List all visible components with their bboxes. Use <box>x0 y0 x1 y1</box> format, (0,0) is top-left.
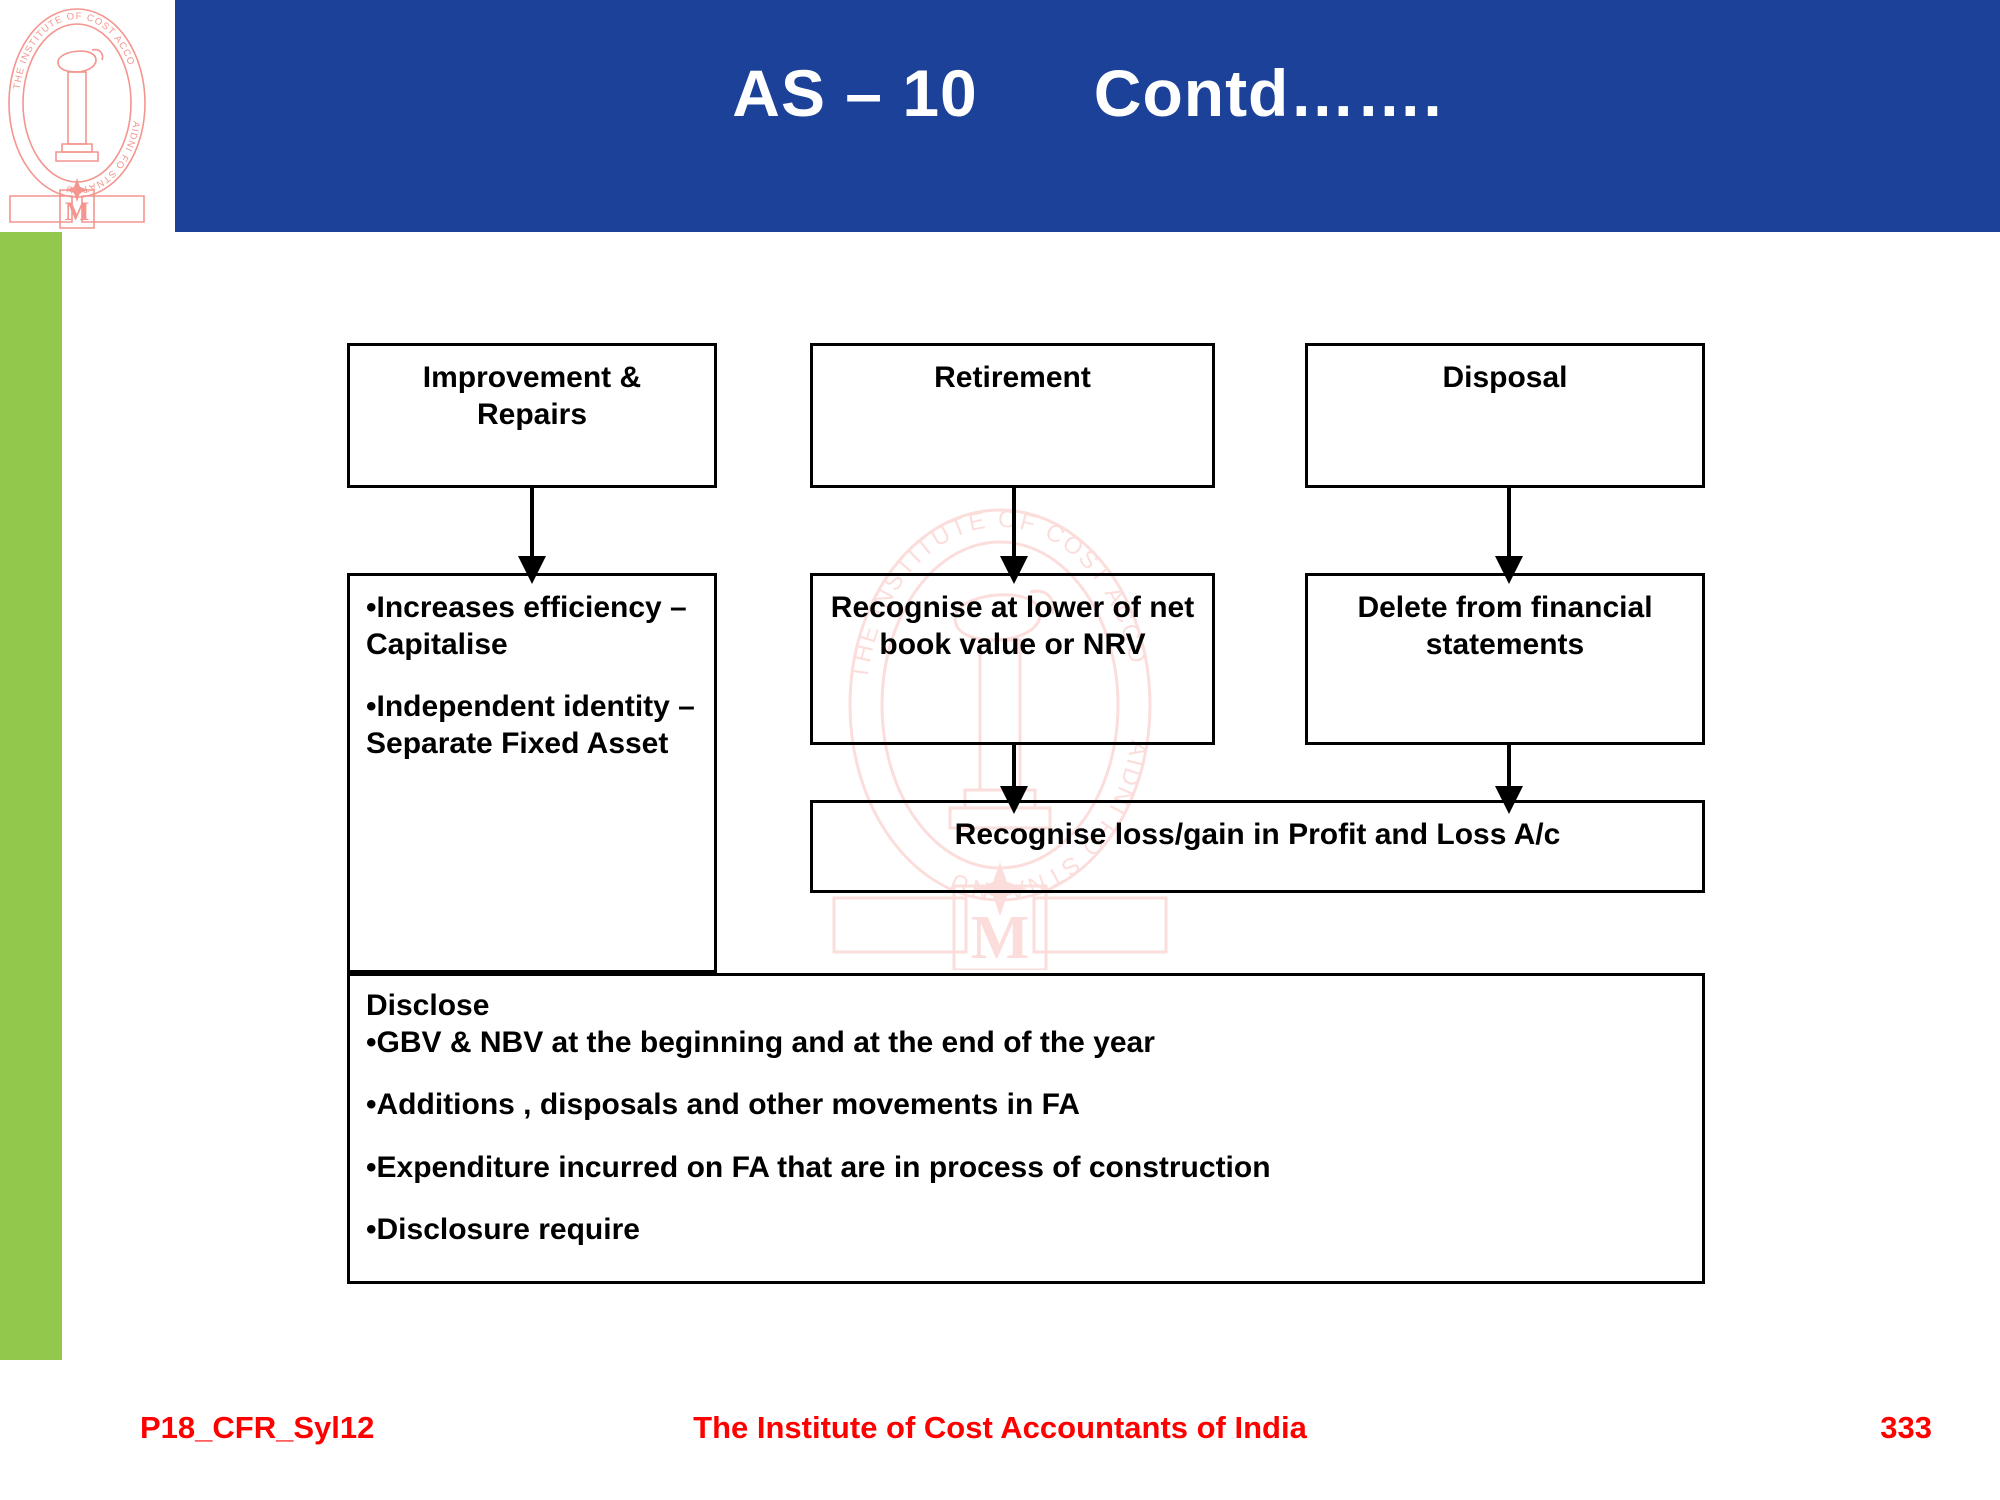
node-recognise-loss-gain[interactable]: Recognise loss/gain in Profit and Loss A… <box>810 800 1705 893</box>
node-disposal-details[interactable]: Delete from financial statements <box>1305 573 1705 745</box>
node-retirement-detail-label: Recognise at lower of net book value or … <box>830 591 1195 661</box>
node-retirement-details[interactable]: Recognise at lower of net book value or … <box>810 573 1215 745</box>
improvement-bullet-1: •Increases efficiency – Capitalise <box>366 591 687 661</box>
footer-page-number: 333 <box>1880 1410 1932 1445</box>
footer-institute-name: The Institute of Cost Accountants of Ind… <box>693 1410 1307 1445</box>
node-improvement-repairs[interactable]: Improvement & Repairs <box>347 343 717 488</box>
disclose-heading: Disclose <box>366 989 490 1022</box>
disclose-bullet-2: •Additions , disposals and other movemen… <box>366 1088 1080 1122</box>
disclose-bullet-3: •Expenditure incurred on FA that are in … <box>366 1150 1271 1184</box>
slide-title: AS – 10 Contd……. <box>732 56 1443 130</box>
header-band <box>175 0 2000 232</box>
slide-footer: P18_CFR_Syl12 The Institute of Cost Acco… <box>0 1410 2000 1470</box>
node-improvement-repairs-label: Improvement & Repairs <box>422 361 642 431</box>
node-improvement-details[interactable]: •Increases efficiency – Capitalise •Inde… <box>347 573 717 973</box>
node-disposal-detail-label: Delete from financial statements <box>1357 591 1653 661</box>
node-disclose[interactable]: Disclose •GBV & NBV at the beginning and… <box>347 973 1705 1284</box>
footer-subject-code: P18_CFR_Syl12 <box>140 1410 375 1445</box>
node-disposal[interactable]: Disposal <box>1305 343 1705 488</box>
node-retirement-label: Retirement <box>934 361 1091 394</box>
improvement-bullet-2: •Independent identity – Separate Fixed A… <box>366 690 695 760</box>
disclose-bullet-1: •GBV & NBV at the beginning and at the e… <box>366 1025 1155 1059</box>
logo-monogram: M <box>65 197 90 226</box>
node-retirement[interactable]: Retirement <box>810 343 1215 488</box>
node-disposal-label: Disposal <box>1442 361 1568 394</box>
node-recognise-loss-gain-label: Recognise loss/gain in Profit and Loss A… <box>954 818 1561 851</box>
green-accent-bar <box>0 232 62 1360</box>
disclose-bullet-4: •Disclosure require <box>366 1213 640 1247</box>
institute-logo-icon: M THE INSTITUTE OF COST ACCO AIDNI FO ST… <box>8 8 146 229</box>
logo-container: M THE INSTITUTE OF COST ACCO AIDNI FO ST… <box>0 0 175 232</box>
